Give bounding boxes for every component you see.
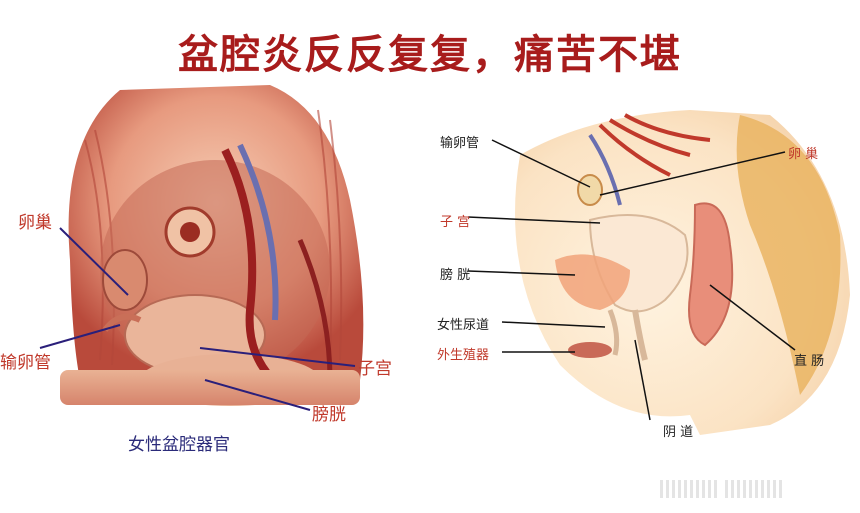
page-title: 盆腔炎反反复复，痛苦不堪: [178, 32, 682, 78]
right-label-bladder: 膀 胱: [440, 268, 471, 283]
left-label-bladder: 膀胱: [312, 405, 346, 425]
right-sagittal-illustration: [467, 110, 850, 435]
right-label-ovary: 卵 巢: [788, 147, 819, 162]
left-pelvic-illustration: [39, 85, 364, 411]
right-label-uterus: 子 宫: [440, 215, 471, 230]
left-label-ovary: 卵巢: [18, 213, 52, 233]
left-label-uterus: 子宫: [358, 359, 392, 379]
right-label-external-genitalia: 外生殖器: [437, 348, 490, 363]
left-caption: 女性盆腔器官: [128, 435, 230, 455]
right-label-rectum: 直 肠: [794, 354, 825, 369]
right-label-vagina: 阴 道: [663, 425, 694, 440]
right-label-urethra: 女性尿道: [437, 318, 490, 333]
left-label-fallopian-tube: 输卵管: [0, 353, 51, 373]
watermark-bar: [660, 480, 840, 498]
right-label-fallopian-tube: 输卵管: [440, 136, 480, 151]
